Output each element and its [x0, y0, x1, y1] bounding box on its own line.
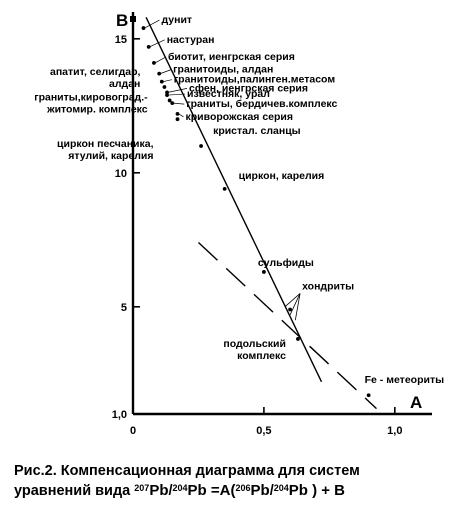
point-label-line: биотит, иенгрская серия: [168, 51, 295, 63]
point-label: известняк, урал: [187, 88, 270, 100]
point-label-line: известняк, урал: [187, 88, 270, 100]
point-label: гранитоиды,палинген.метасом: [174, 74, 336, 86]
caption-eq-a: Pb =A(: [187, 482, 236, 499]
data-point: [222, 186, 227, 191]
point-label-line: циркон, карелия: [239, 170, 325, 182]
leader-line: [144, 19, 160, 29]
point-label-line: сульфиды: [258, 257, 314, 269]
point-label: сульфиды: [258, 257, 314, 269]
figure-caption: Рис.2. Компенсационная диаграмма для сис…: [14, 462, 469, 501]
point-label: настуран: [167, 34, 215, 46]
leader-line: [162, 79, 172, 83]
point-label: циркон песчаника,ятулий, карелия: [57, 138, 154, 162]
leader-line: [178, 113, 184, 118]
chart: A B 1,0 5 10 15 0 0,5 1,0 дунит настуран биотит, ие…: [34, 11, 444, 437]
point-label-line: сфен, иенгрская серия: [189, 82, 308, 94]
caption-sup-204a: 204: [172, 483, 188, 493]
point-label-line: Fe - метеориты: [365, 374, 444, 386]
data-point: [288, 307, 292, 312]
x-tick-label: 0,5: [256, 425, 271, 437]
data-point: [165, 90, 169, 95]
leader-line: [160, 69, 172, 74]
point-label-line: апатит, селигдар,: [50, 66, 141, 78]
data-point: [162, 85, 167, 89]
x-axis-label: A: [410, 393, 422, 412]
point-label-line: граниты,кировоград.-: [34, 91, 148, 103]
data-point: [366, 393, 371, 398]
point-label-line: ятулий, карелия: [68, 150, 153, 162]
point-label-line: дунит: [161, 14, 192, 26]
y-axis-end-mark: [130, 16, 136, 22]
caption-line-2: уравнений вида 207Pb/204Pb =A(206Pb/204P…: [14, 482, 346, 499]
data-point: [146, 44, 151, 49]
point-label-line: житомир. комплекс: [46, 103, 148, 115]
point-label: биотит, иенгрская серия: [168, 51, 295, 63]
data-point: [175, 117, 180, 122]
data-point: [157, 71, 162, 76]
leader-line: [167, 88, 188, 93]
x-tick-label: 1,0: [387, 425, 402, 437]
point-label-line: комплекс: [237, 350, 286, 362]
point-label: хондриты: [302, 280, 354, 292]
point-label-line: гранитоиды, алдан: [173, 64, 273, 76]
caption-sup-204b: 204: [273, 483, 289, 493]
y-axis-label: B: [116, 11, 128, 30]
y-tick-label: 5: [121, 302, 127, 314]
point-label: апатит, селигдар,алдан: [50, 66, 141, 90]
point-label: дунит: [161, 14, 192, 26]
leader-line: [168, 93, 186, 96]
data-point: [141, 26, 146, 30]
data-point: [262, 270, 266, 274]
data-point: [165, 93, 169, 97]
point-label-line: хондриты: [302, 280, 354, 292]
caption-prefix: уравнений вида: [14, 483, 131, 499]
caption-eq-b: Pb ) + B: [288, 482, 346, 499]
caption-pb-2: Pb: [250, 482, 270, 499]
leader-line: [154, 56, 167, 64]
data-point: [170, 101, 175, 106]
y-tick-label: 15: [115, 34, 127, 46]
point-label: гранитоиды, алдан: [173, 64, 273, 76]
data-point: [152, 61, 156, 65]
leader-line: [149, 39, 165, 48]
leader-line: [294, 293, 301, 321]
data-point: [159, 79, 164, 84]
leader-line: [173, 102, 185, 105]
data-point: [296, 337, 300, 341]
caption-line-1: Рис.2. Компенсационная диаграмма для сис…: [14, 463, 360, 479]
solid-line: [145, 17, 323, 383]
point-label: кристал. сланцы: [213, 125, 301, 137]
caption-sup-207: 207: [134, 483, 150, 493]
dashed-line: [197, 241, 377, 410]
data-point: [167, 98, 172, 103]
data-point: [199, 144, 203, 148]
point-label: Fe - метеориты: [365, 374, 444, 386]
y-tick-label: 10: [115, 168, 127, 180]
leader-line: [289, 293, 301, 316]
point-label-line: граниты, бердичев.комплекс: [186, 98, 337, 110]
point-label-line: криворожская серия: [186, 111, 294, 123]
point-label-line: подольский: [223, 338, 286, 350]
point-label: граниты,кировоград.-житомир. комплекс: [34, 91, 148, 115]
point-label-line: циркон песчаника,: [57, 138, 154, 150]
point-label: граниты, бердичев.комплекс: [186, 98, 337, 110]
data-point: [175, 111, 180, 116]
leader-line: [284, 293, 301, 308]
point-label-line: гранитоиды,палинген.метасом: [174, 74, 336, 86]
x-tick-label: 0: [130, 425, 136, 437]
caption-pb-1: Pb: [149, 482, 169, 499]
point-label: циркон, карелия: [239, 170, 325, 182]
point-label: криворожская серия: [186, 111, 294, 123]
point-label-line: алдан: [109, 78, 140, 90]
y-tick-label: 1,0: [112, 409, 127, 421]
point-label-line: кристал. сланцы: [213, 125, 301, 137]
point-label: сфен, иенгрская серия: [189, 82, 308, 94]
caption-sup-206: 206: [235, 483, 251, 493]
point-label-line: настуран: [167, 34, 215, 46]
